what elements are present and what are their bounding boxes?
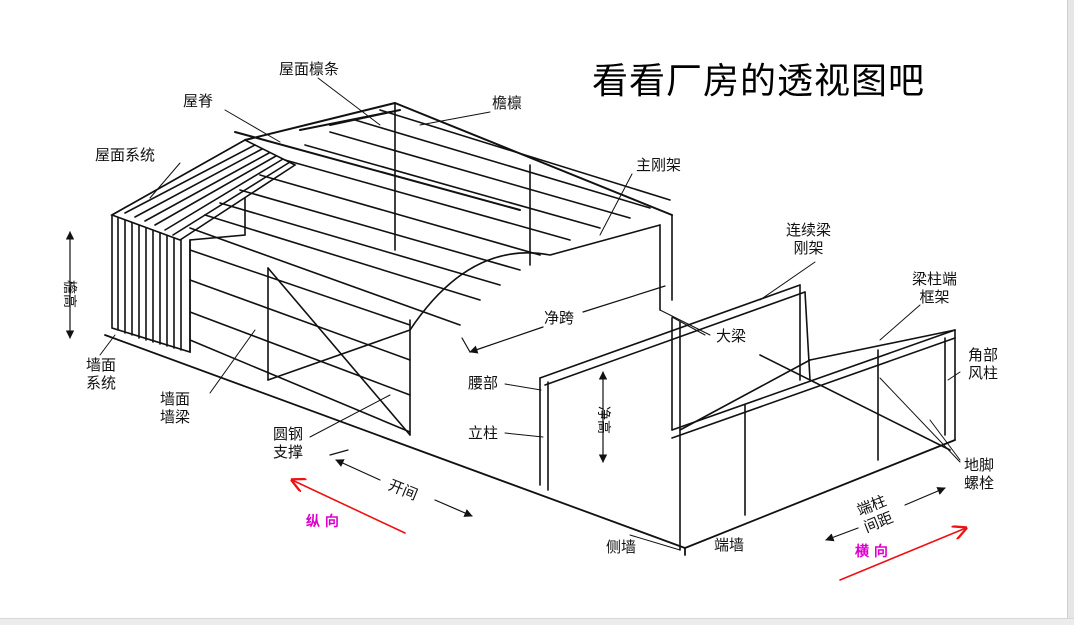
label-column: 立柱 [468, 424, 499, 442]
label-eave-height: 檐高 [61, 280, 77, 308]
label-beam-column-end-frame: 梁柱端 框架 [912, 270, 958, 306]
label-roof-purlin: 屋面檩条 [279, 60, 340, 78]
window-edge-right [1067, 0, 1074, 625]
direction-arrows [292, 480, 966, 581]
page-title: 看看厂房的透视图吧 [592, 61, 926, 102]
label-clear-span: 净跨 [544, 309, 575, 327]
base-outline [104, 334, 956, 556]
label-girder: 大梁 [716, 327, 747, 345]
label-clear-height: 净高 [595, 406, 611, 434]
label-wall-system: 墙面 系统 [86, 356, 117, 392]
dim-bay [329, 449, 473, 517]
label-end-wall: 端墙 [714, 536, 745, 554]
label-main-frame: 主刚架 [636, 156, 682, 174]
wall-girts [189, 239, 411, 436]
label-transverse: 横 向 [855, 544, 888, 560]
label-anchor-bolt: 地脚 螺栓 [964, 456, 995, 492]
label-continuous-beam-frame: 连续梁 刚架 [786, 221, 832, 257]
label-corner-wind-column: 角部 风柱 [968, 346, 999, 382]
roof-purlins [189, 109, 671, 326]
main-frames [267, 102, 673, 436]
label-eave-purlin: 檐檩 [492, 94, 523, 112]
label-wall-girt: 墙面 墙梁 [160, 390, 191, 426]
label-ridge: 屋脊 [183, 92, 214, 110]
right-frames [539, 284, 956, 551]
label-longitudinal: 纵 向 [306, 514, 339, 530]
window-edge-bottom [0, 618, 1074, 625]
label-round-steel-brace: 圆钢 支撑 [273, 425, 304, 461]
longitudinal-arrow [292, 480, 406, 534]
dim-end-column-spacing [825, 487, 946, 542]
leader-lines [99, 77, 961, 551]
label-knee: 腰部 [468, 374, 499, 392]
label-side-wall: 侧墙 [606, 538, 637, 556]
roof-sheet [110, 139, 297, 241]
label-roof-system: 屋面系统 [95, 146, 156, 164]
ridge-eave [234, 102, 673, 216]
transverse-arrow [839, 528, 966, 581]
dim-clear-span [461, 285, 666, 354]
